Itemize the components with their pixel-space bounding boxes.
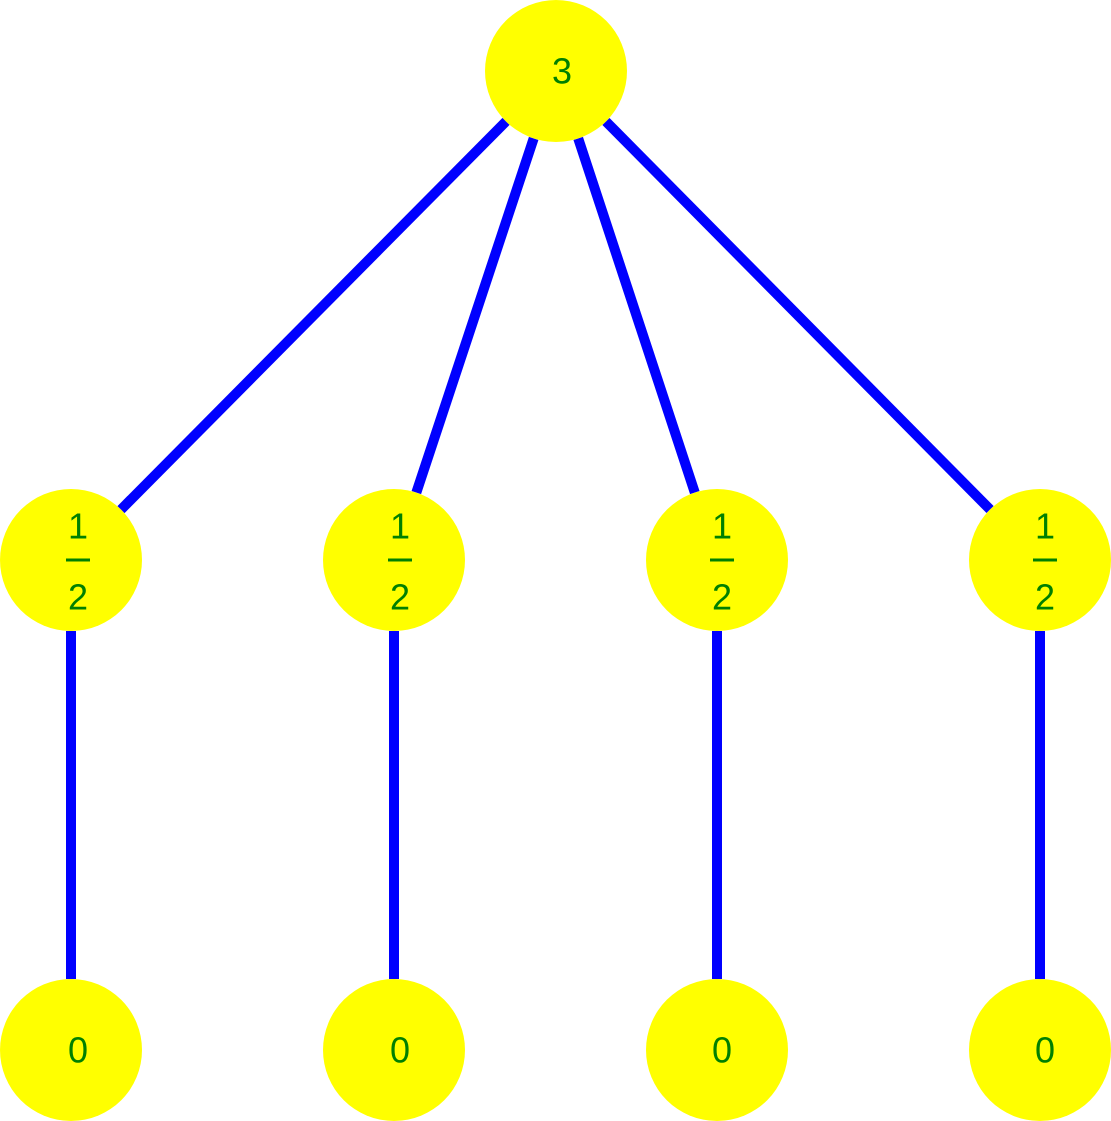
fraction-denominator: 2 bbox=[390, 577, 410, 618]
edge-root-to-child-3 bbox=[573, 136, 700, 495]
fraction-denominator: 2 bbox=[712, 577, 732, 618]
leaf-node-1: 0 bbox=[0, 979, 142, 1121]
leaf-node-2: 0 bbox=[323, 979, 465, 1121]
fraction-denominator: 2 bbox=[68, 577, 88, 618]
leaf-node-circle bbox=[646, 979, 788, 1121]
leaf-node-circle bbox=[0, 979, 142, 1121]
leaf-node-circle bbox=[969, 979, 1111, 1121]
fraction-numerator: 1 bbox=[712, 506, 732, 547]
root-node: 3 bbox=[485, 0, 627, 142]
leaf-node-3: 0 bbox=[646, 979, 788, 1121]
edge-root-to-child-1 bbox=[117, 117, 510, 514]
leaf-node-4: 0 bbox=[969, 979, 1111, 1121]
fraction-numerator: 1 bbox=[390, 506, 410, 547]
child-node-2: 12 bbox=[323, 489, 465, 631]
edge-root-to-child-4 bbox=[602, 117, 994, 514]
leaf-node-label: 0 bbox=[68, 1030, 88, 1071]
edges-layer bbox=[66, 117, 1045, 979]
leaf-node-circle bbox=[323, 979, 465, 1121]
fraction-numerator: 1 bbox=[68, 506, 88, 547]
child-node-4: 12 bbox=[969, 489, 1111, 631]
fraction-denominator: 2 bbox=[1035, 577, 1055, 618]
child-node-3: 12 bbox=[646, 489, 788, 631]
leaf-node-label: 0 bbox=[1035, 1030, 1055, 1071]
root-node-circle bbox=[485, 0, 627, 142]
leaf-node-label: 0 bbox=[390, 1030, 410, 1071]
leaf-node-label: 0 bbox=[712, 1030, 732, 1071]
root-node-label: 3 bbox=[552, 51, 572, 92]
edge-root-to-child-2 bbox=[411, 136, 539, 495]
child-node-1: 12 bbox=[0, 489, 142, 631]
fraction-numerator: 1 bbox=[1035, 506, 1055, 547]
